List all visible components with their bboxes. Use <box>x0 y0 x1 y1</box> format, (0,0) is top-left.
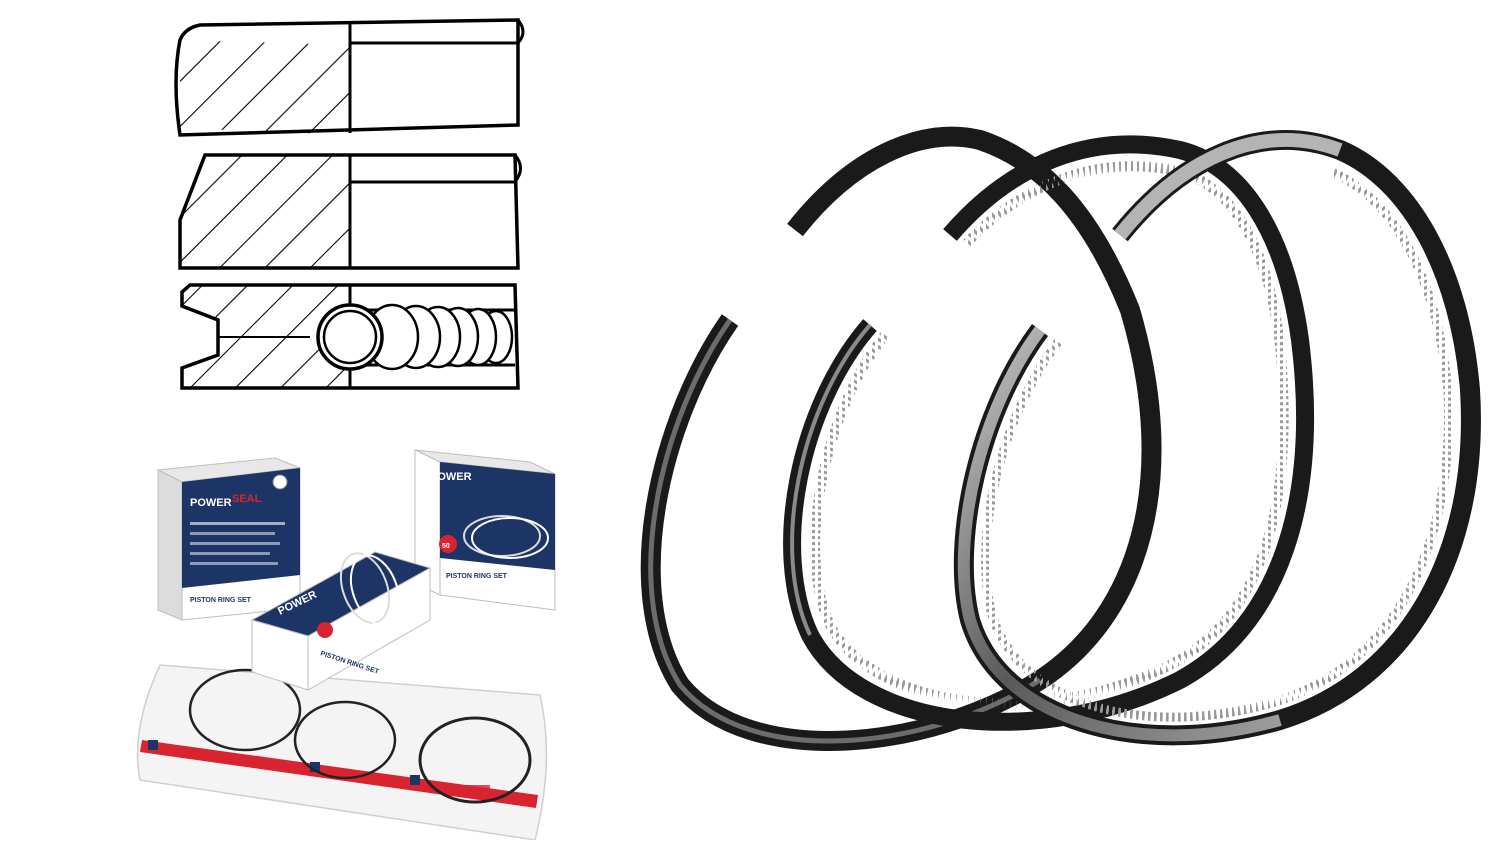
product-packaging: POWER SEAL PISTON RING SET POWER 50 PIST… <box>130 440 570 840</box>
oil-control-ring-profile <box>180 283 520 390</box>
display-ring-2 <box>293 700 397 780</box>
box-right-set-label: PISTON RING SET <box>446 573 508 580</box>
box-right: POWER 50 PISTON RING SET <box>414 449 556 611</box>
expander-spring-coils <box>316 303 514 371</box>
display-ring-3 <box>418 716 532 804</box>
oil-control-ring <box>953 129 1481 746</box>
packaging-svg: POWER SEAL PISTON RING SET POWER 50 PIST… <box>136 449 556 840</box>
box-right-brand: POWER <box>430 471 472 483</box>
box-left-set-label: PISTON RING SET <box>190 597 252 604</box>
ring-display-card <box>136 664 548 840</box>
top-compression-ring <box>640 126 1162 751</box>
top-compression-ring-profile <box>174 18 525 137</box>
box-left-brand-accent: SEAL <box>232 493 262 505</box>
box-left-brand: POWER <box>190 497 232 509</box>
second-compression-ring-profile <box>178 153 522 270</box>
box-left: POWER SEAL PISTON RING SET <box>156 457 301 621</box>
piston-rings-render <box>620 120 1490 770</box>
ring-profile-drawing <box>160 10 530 410</box>
second-compression-ring <box>783 135 1314 731</box>
piston-rings-svg <box>640 126 1481 751</box>
ring-profile-svg <box>174 18 525 390</box>
box-right-badge: 50 <box>442 543 450 550</box>
display-ring-1 <box>188 668 302 752</box>
